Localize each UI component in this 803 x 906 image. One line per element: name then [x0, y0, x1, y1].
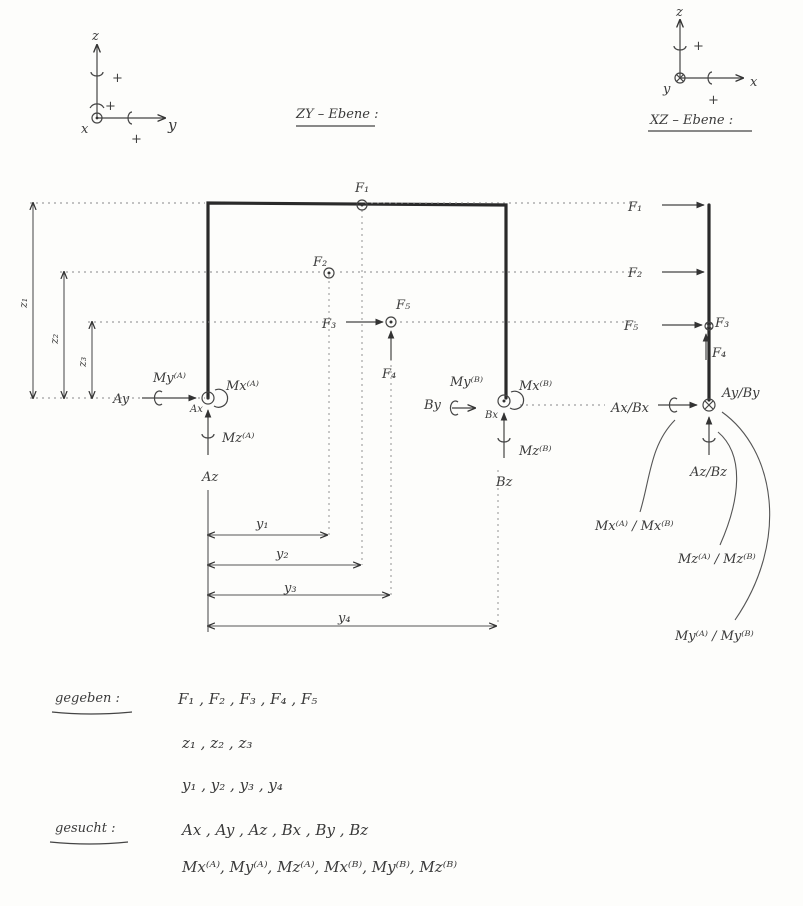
label-my-b: My⁽ᴮ⁾ — [449, 375, 483, 390]
sought-reactions: Ax , Ay , Az , Bx , By , Bz — [180, 821, 368, 839]
support-a-node-icon — [201, 391, 215, 405]
frame-structure — [206, 201, 508, 400]
label-by: By — [423, 398, 442, 413]
support-b-node-icon — [497, 394, 511, 408]
label-bx: Bx — [484, 410, 498, 421]
coordinate-system-right: z x y + + — [662, 5, 758, 108]
side-label-f2: F₂ — [627, 266, 642, 281]
side-view: F₁ F₂ F₅ F₃ F₄ Ax/Bx Ay/By Az/Bz Mx⁽ᴬ⁾ /… — [594, 200, 771, 644]
label-z: z — [91, 29, 99, 44]
given-y: y₁ , y₂ , y₃ , y₄ — [181, 776, 283, 794]
frame-beam — [206, 201, 508, 400]
side-label-ax-bx: Ax/Bx — [610, 401, 650, 416]
sought-moments: Mx⁽ᴬ⁾, My⁽ᴬ⁾, Mz⁽ᴬ⁾, Mx⁽ᴮ⁾, My⁽ᴮ⁾, Mz⁽ᴮ⁾ — [181, 858, 457, 876]
label-y1: y₁ — [255, 517, 269, 532]
given-forces: F₁ , F₂ , F₃ , F₄ , F₅ — [177, 690, 317, 708]
dimensions-z: z₁ z₂ z₃ — [17, 203, 92, 398]
label-mx-a: Mx⁽ᴬ⁾ — [225, 379, 259, 394]
label-plus-z: + — [112, 71, 123, 86]
title-zy-plane: ZY – Ebene : — [295, 107, 378, 122]
force-f2: F₂ — [312, 255, 335, 279]
side-label-ay-by: Ay/By — [721, 386, 760, 401]
label-f2: F₂ — [312, 255, 327, 270]
label-f3: F₃ — [321, 317, 336, 332]
label-az: Az — [201, 470, 218, 485]
side-label-f3: F₃ — [714, 316, 729, 331]
label-f1: F₁ — [354, 181, 369, 196]
side-label-az-bz: Az/Bz — [689, 465, 727, 480]
title-xz-plane: XZ – Ebene : — [649, 113, 733, 128]
force-f4: F₄ — [381, 330, 396, 382]
force-out-of-plane-icon — [323, 267, 335, 279]
force-out-of-plane-icon — [385, 316, 397, 328]
side-support-into-plane-icon — [702, 398, 716, 412]
support-b: By Bz Bx My⁽ᴮ⁾ Mx⁽ᴮ⁾ Mz⁽ᴮ⁾ — [423, 375, 552, 490]
leader-mz — [717, 431, 738, 546]
side-f3-into-plane-icon — [704, 321, 714, 331]
side-label-mz-ab: Mz⁽ᴬ⁾ / Mz⁽ᴮ⁾ — [677, 552, 756, 567]
sought-section: gesucht : Ax , Ay , Az , Bx , By , Bz Mx… — [49, 821, 457, 876]
moment-mx-a-icon — [213, 388, 229, 408]
moment-mz-b-icon — [497, 437, 511, 443]
given-label: gegeben : — [55, 691, 120, 706]
label-my-a: My⁽ᴬ⁾ — [152, 371, 186, 386]
coordinate-system-left: z y x + + + — [81, 29, 177, 147]
given-section: gegeben : F₁ , F₂ , F₃ , F₄ , F₅ z₁ , z₂… — [51, 690, 317, 794]
label-plus-x: + — [708, 93, 719, 108]
sought-label: gesucht : — [55, 821, 115, 836]
label-mz-a: Mz⁽ᴬ⁾ — [221, 431, 254, 446]
rotation-z-icon — [673, 45, 687, 51]
label-mz-b: Mz⁽ᴮ⁾ — [518, 444, 552, 459]
label-z: z — [675, 5, 683, 20]
side-moment-z-icon — [702, 437, 716, 443]
label-z3: z₃ — [76, 357, 89, 368]
label-z1: z₁ — [17, 298, 30, 309]
side-label-f4: F₄ — [711, 346, 726, 361]
label-ay: Ay — [112, 392, 130, 407]
rotation-y-icon — [127, 111, 133, 125]
force-f3: F₃ — [321, 317, 384, 332]
side-label-f1: F₁ — [627, 200, 642, 215]
label-y3: y₃ — [283, 581, 297, 596]
label-y4: y₄ — [337, 611, 351, 626]
force-f1: F₁ — [354, 181, 369, 211]
label-z2: z₂ — [48, 334, 61, 345]
label-plus-y: + — [131, 132, 142, 147]
label-f5: F₅ — [395, 298, 411, 313]
moment-mx-b-icon — [509, 390, 525, 410]
label-ax: Ax — [189, 404, 203, 415]
label-x: x — [750, 75, 758, 90]
y-axis-into-plane-icon — [674, 72, 686, 84]
dimensions-y: y₁ y₂ y₃ y₄ — [208, 490, 496, 632]
side-label-my-ab: My⁽ᴬ⁾ / My⁽ᴮ⁾ — [674, 629, 754, 644]
leader-mx — [639, 419, 676, 513]
label-bz: Bz — [495, 475, 513, 490]
label-y: y — [662, 82, 671, 97]
side-moment-x-icon — [668, 397, 678, 413]
leader-my — [721, 411, 771, 621]
rotation-x-icon — [89, 103, 105, 109]
given-z: z₁ , z₂ , z₃ — [181, 734, 252, 752]
moment-mz-a-icon — [201, 433, 215, 439]
label-x: x — [81, 122, 89, 137]
label-plus-z: + — [693, 39, 704, 54]
support-a: Ay Az Ax My⁽ᴬ⁾ Mx⁽ᴬ⁾ Mz⁽ᴬ⁾ — [112, 371, 259, 485]
label-mx-b: Mx⁽ᴮ⁾ — [518, 379, 552, 394]
label-f4: F₄ — [381, 367, 396, 382]
rotation-x-icon — [707, 71, 713, 85]
x-axis-out-of-plane-icon — [91, 112, 103, 124]
moment-my-a-icon — [153, 390, 163, 406]
rotation-z-icon — [90, 71, 104, 77]
force-f5: F₅ — [385, 298, 411, 328]
projection-lines — [30, 202, 640, 625]
moment-my-b-icon — [449, 400, 459, 416]
force-out-of-plane-icon — [356, 199, 368, 211]
label-y: y — [167, 116, 177, 134]
side-label-mx-ab: Mx⁽ᴬ⁾ / Mx⁽ᴮ⁾ — [594, 519, 674, 534]
label-y2: y₂ — [275, 547, 289, 562]
side-label-f5: F₅ — [623, 319, 639, 334]
label-plus-x: + — [105, 99, 116, 114]
